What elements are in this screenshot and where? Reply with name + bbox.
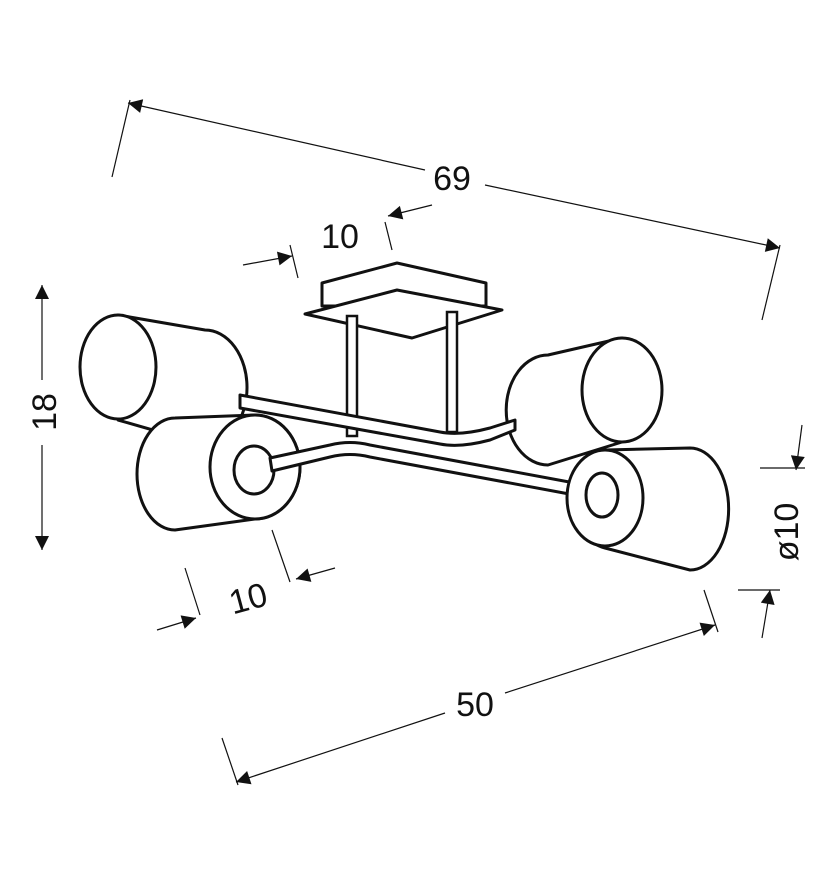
shade-lower-right: [565, 446, 731, 572]
dimension-label-canopy: 10: [321, 218, 359, 256]
dimension-50: 50: [221, 589, 719, 786]
dimension-shade-length: 10: [156, 529, 336, 631]
shade-upper-right: [504, 336, 664, 467]
rod-left: [345, 314, 359, 438]
shade-lower-left: [135, 413, 302, 532]
dimension-height: 18: [26, 285, 64, 550]
dimension-canopy: 10: [242, 204, 433, 279]
arm-back: [238, 393, 517, 447]
dimension-diameter: ø10: [738, 424, 806, 639]
dimension-69: 69: [111, 99, 781, 321]
canopy: [303, 261, 504, 340]
dimension-label-69: 69: [433, 160, 471, 198]
dimension-label-50: 50: [456, 686, 494, 724]
shade-upper-left: [78, 313, 249, 447]
lamp: [78, 261, 731, 572]
rod-right: [445, 310, 459, 434]
dimension-label-diameter: ø10: [768, 503, 806, 562]
dimension-label-shade-length: 10: [225, 576, 271, 622]
dimension-label-height: 18: [26, 393, 64, 431]
